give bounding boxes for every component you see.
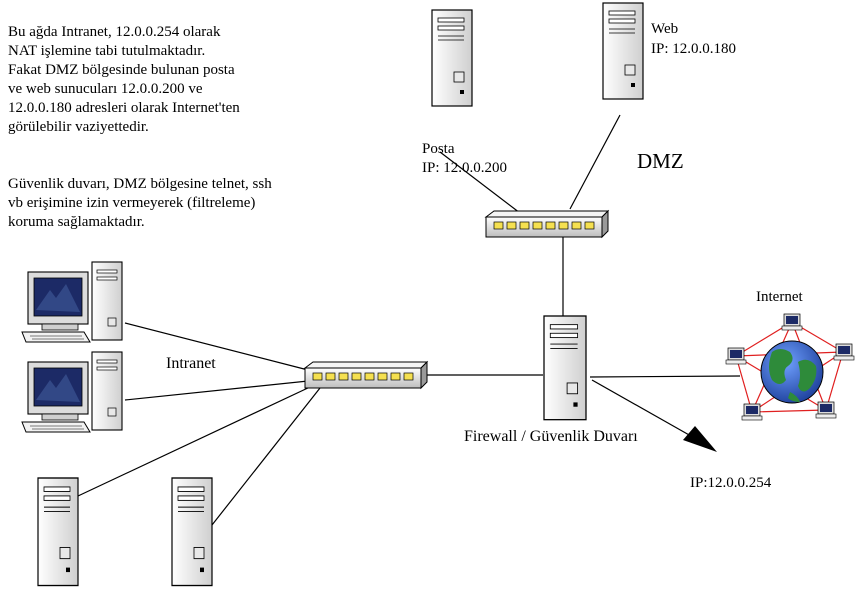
- firewall-label: Firewall / Güvenlik Duvarı: [464, 428, 638, 445]
- description-line: koruma sağlamaktadır.: [8, 214, 145, 230]
- description-line: 12.0.0.180 adresleri olarak Internet'ten: [8, 100, 240, 116]
- posta-server: [431, 9, 473, 107]
- intranet-server-1: [37, 477, 79, 587]
- intranet-pc-2: [21, 351, 123, 433]
- description-line: NAT işlemine tabi tutulmaktadır.: [8, 43, 206, 59]
- description-paragraph-2: Güvenlik duvarı, DMZ bölgesine telnet, s…: [8, 175, 272, 232]
- dmz-label: DMZ: [637, 149, 684, 173]
- description-line: Güvenlik duvarı, DMZ bölgesine telnet, s…: [8, 176, 272, 192]
- intranet-pc-1: [21, 261, 123, 343]
- description-paragraph-1: Bu ağda Intranet, 12.0.0.254 olarak NAT …: [8, 23, 240, 137]
- description-line: ve web sunucuları 12.0.0.200 ve: [8, 81, 203, 97]
- web-server: [602, 2, 644, 100]
- description-line: Fakat DMZ bölgesinde bulunan posta: [8, 62, 235, 78]
- description-line: görülebilir vaziyettedir.: [8, 119, 149, 135]
- web-server-name: Web: [651, 21, 679, 37]
- web-server-ip: IP: 12.0.0.180: [651, 41, 737, 57]
- description-line: Bu ağda Intranet, 12.0.0.254 olarak: [8, 24, 221, 40]
- intranet-label: Intranet: [166, 355, 216, 372]
- connection-lines: [77, 114, 741, 526]
- intranet-hub: [304, 361, 428, 389]
- dmz-hub: [485, 210, 609, 238]
- description-line: vb erişimine izin vermeyerek (filtreleme…: [8, 195, 256, 211]
- nat-ip-label: IP:12.0.0.254: [690, 475, 772, 491]
- firewall-server: [543, 315, 587, 421]
- posta-server-ip: IP: 12.0.0.200: [422, 160, 508, 176]
- nat-arrow-head: [683, 426, 717, 452]
- internet-label: Internet: [756, 289, 803, 305]
- intranet-server-2: [171, 477, 213, 587]
- internet-globe-icon: [725, 313, 855, 421]
- posta-server-name: Posta: [422, 141, 455, 157]
